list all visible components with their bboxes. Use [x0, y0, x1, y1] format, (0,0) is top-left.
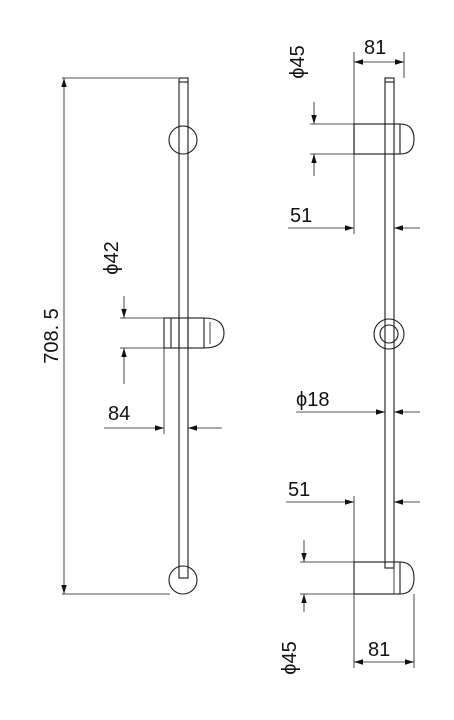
- top-offset-label: 51: [290, 205, 312, 227]
- overall-length-dimension: 708. 5: [41, 77, 178, 595]
- side-rail: [384, 77, 395, 569]
- top-depth-label: 81: [364, 37, 386, 59]
- bottom-depth-dimension: 81: [353, 594, 415, 668]
- front-bottom-mount: [168, 565, 198, 595]
- top-diameter-dimension: ϕ45: [287, 45, 354, 176]
- top-depth-dimension: 81: [353, 37, 405, 124]
- bottom-depth-label: 81: [368, 639, 390, 661]
- bottom-diameter-label: ϕ45: [279, 641, 301, 674]
- overall-length-label: 708. 5: [41, 308, 63, 364]
- top-offset-dimension: 51: [288, 154, 420, 234]
- bottom-offset-label: 51: [288, 479, 310, 501]
- front-slider: [163, 317, 225, 349]
- front-top-mount: [168, 125, 198, 155]
- rail-diameter-label: ϕ18: [296, 389, 329, 411]
- bottom-offset-dimension: 51: [286, 479, 420, 562]
- rail-diameter-dimension: ϕ18: [296, 389, 420, 415]
- slider-depth-dimension: 84: [104, 348, 222, 434]
- side-top-bracket: [353, 123, 415, 155]
- top-diameter-label: ϕ45: [287, 45, 309, 78]
- front-view: 708. 5 ϕ42 84: [41, 77, 225, 595]
- side-bottom-bracket: [353, 561, 415, 595]
- side-view: 81 ϕ45 51 ϕ18 51: [279, 37, 420, 675]
- slider-depth-label: 84: [108, 403, 130, 425]
- side-slider-ring: [373, 318, 405, 350]
- slider-diameter-dimension: ϕ42: [101, 241, 165, 384]
- bottom-diameter-dimension: ϕ45: [279, 540, 354, 675]
- slider-diameter-label: ϕ42: [101, 241, 123, 274]
